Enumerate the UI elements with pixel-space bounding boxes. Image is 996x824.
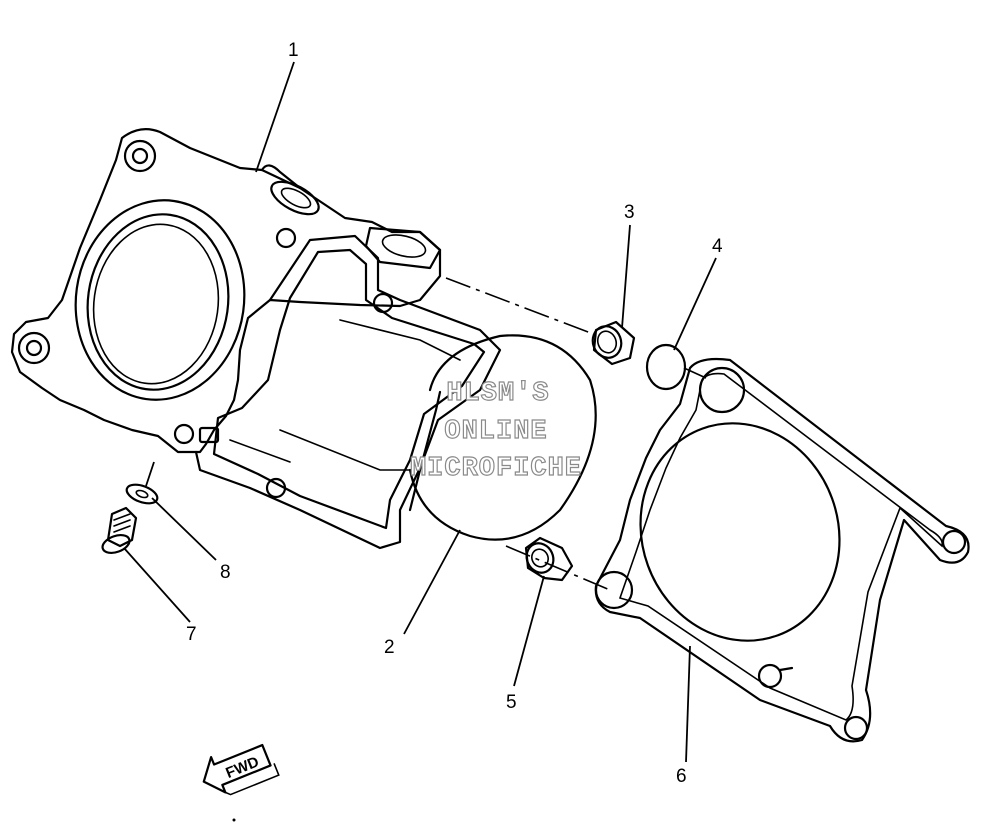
watermark-line-1: HLSM'S bbox=[446, 379, 549, 409]
callout-8: 8 bbox=[220, 562, 231, 583]
leader-line-1 bbox=[255, 61, 295, 173]
stray-mark bbox=[232, 818, 236, 822]
callout-2: 2 bbox=[384, 637, 395, 658]
part-1-cylinder bbox=[10, 127, 502, 550]
callout-3: 3 bbox=[624, 202, 635, 223]
assembly-line-upper bbox=[445, 277, 597, 336]
fwd-direction-marker: FWD bbox=[202, 743, 280, 796]
leader-line-7 bbox=[123, 547, 191, 623]
watermark-line-2: ONLINE bbox=[444, 417, 547, 447]
leader-line-8 bbox=[151, 497, 217, 561]
leader-line-2 bbox=[403, 529, 461, 635]
callout-6: 6 bbox=[676, 766, 687, 787]
watermark: HLSM'S ONLINE MICROFICHE bbox=[409, 378, 582, 484]
part-3-dowel-pin bbox=[591, 320, 636, 366]
arrow-left-icon bbox=[202, 743, 272, 794]
assembly-line-right bbox=[683, 367, 707, 379]
assembly-line-lower bbox=[505, 545, 611, 591]
leader-line-6 bbox=[685, 645, 691, 763]
part-5-dowel-pin bbox=[524, 536, 574, 582]
leader-line-5 bbox=[513, 575, 545, 687]
part-8-washer bbox=[125, 483, 159, 505]
part-7-bolt bbox=[101, 506, 138, 555]
leader-line-4 bbox=[673, 257, 717, 351]
callout-1: 1 bbox=[288, 40, 299, 61]
callout-4: 4 bbox=[712, 236, 723, 257]
leader-line-8-tick bbox=[145, 461, 155, 487]
part-2-large-ring bbox=[408, 334, 597, 541]
part-6-gasket bbox=[594, 357, 970, 743]
watermark-line-3: MICROFICHE bbox=[410, 454, 582, 484]
callout-5: 5 bbox=[506, 692, 517, 713]
leader-line-3 bbox=[621, 224, 631, 329]
part-4-o-ring bbox=[645, 343, 687, 391]
callout-7: 7 bbox=[186, 624, 197, 645]
